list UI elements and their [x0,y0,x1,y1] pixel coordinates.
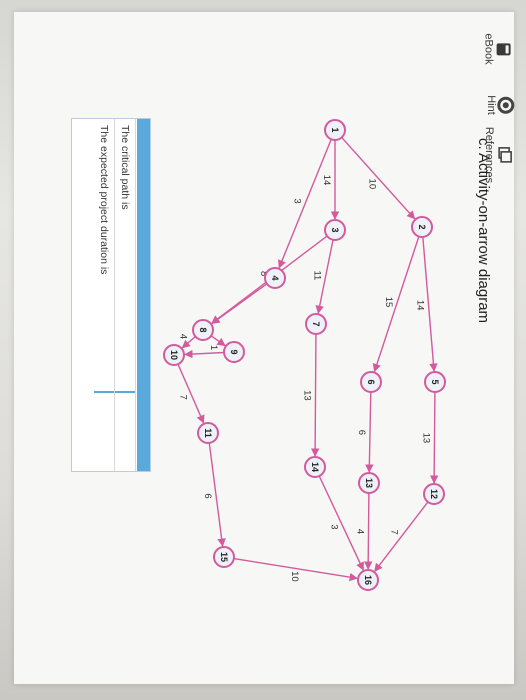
arrow-12-16 [374,501,429,572]
event-node-15: 15 [213,546,235,568]
event-node-label-8: 8 [198,327,208,332]
ebook-icon [496,42,511,55]
event-node-7: 7 [305,313,327,335]
arrow-1-4 [278,139,332,269]
event-node-4: 4 [264,267,286,289]
critical-path-row: The critical path is [115,119,136,471]
arrow-11-15 [208,442,226,547]
event-node-label-16: 16 [363,575,373,585]
sidebar-item-references[interactable]: References [483,127,513,183]
event-node-11: 11 [197,422,219,444]
event-node-5: 5 [424,371,446,393]
arrow-2-6 [372,236,420,373]
event-node-10: 10 [163,344,185,366]
event-node-label-5: 5 [430,379,440,384]
event-node-9: 9 [223,341,245,363]
duration-input[interactable] [94,391,114,471]
event-node-3: 3 [324,219,346,241]
arrow-duration-1-3: 14 [321,175,332,186]
arrow-duration-15-16: 10 [289,571,300,582]
arrow-duration-2-5: 14 [415,300,426,311]
event-node-14: 14 [304,456,326,478]
sidebar-item-ebook[interactable]: eBook [483,33,513,65]
event-node-1: 1 [324,119,346,141]
arrow-duration-1-4: 3 [292,198,303,203]
arrow-duration-3-8: 8 [258,271,269,276]
arrow-duration-8-9: 1 [208,345,219,350]
arrow-5-12 [429,391,439,484]
event-node-label-3: 3 [330,227,340,232]
hint-icon [497,96,515,114]
arrow-duration-11-15: 6 [202,493,213,498]
event-node-13: 13 [358,472,380,494]
arrow-duration-3-7: 11 [312,270,323,280]
answer-panel-header [137,119,150,471]
event-node-label-4: 4 [270,275,280,280]
arrow-duration-10-11: 7 [178,395,189,400]
arrow-8-10 [181,335,196,349]
event-node-label-15: 15 [219,552,229,562]
critical-path-input[interactable] [115,391,135,471]
event-node-label-7: 7 [311,321,321,326]
arrow-duration-8-10: 4 [177,334,188,339]
arrow-duration-6-13: 6 [356,430,367,435]
arrow-duration-5-12: 13 [421,433,432,444]
event-node-label-12: 12 [429,489,439,499]
references-icon [498,147,512,163]
arrow-15-16 [233,557,358,582]
arrow-duration-14-16: 3 [328,524,339,529]
duration-row: The expected project duration is [94,119,115,471]
arrow-3-7 [315,239,334,315]
arrow-10-11 [177,363,205,424]
event-node-label-6: 6 [366,379,376,384]
answer-panel: The critical path is The expected projec… [71,118,151,472]
arrow-2-5 [422,236,438,372]
critical-path-label: The critical path is [119,125,131,210]
event-node-12: 12 [423,483,445,505]
event-node-8: 8 [192,319,214,341]
event-node-label-2: 2 [417,224,427,229]
arrow-14-16 [318,475,364,571]
event-node-6: 6 [360,371,382,393]
duration-label: The expected project duration is [98,125,110,275]
arrow-13-16 [363,492,373,570]
arrow-4-8 [211,283,268,325]
event-node-label-9: 9 [229,349,239,354]
arrow-duration-7-14: 13 [302,390,313,401]
event-node-label-10: 10 [169,350,179,360]
event-node-16: 16 [357,569,379,591]
arrow-8-9 [210,335,226,347]
arrow-duration-12-16: 7 [389,529,400,534]
arrow-1-2 [341,136,416,220]
arrow-9-10 [184,349,225,359]
event-node-2: 2 [411,216,433,238]
arrow-duration-1-2: 10 [367,179,378,190]
arrow-duration-2-6: 15 [383,297,394,308]
sidebar-item-hint[interactable]: Hint [485,95,515,115]
event-node-label-11: 11 [203,428,213,438]
event-node-label-14: 14 [310,462,320,472]
event-node-label-1: 1 [330,127,340,132]
arrow-6-13 [365,391,374,473]
arrow-duration-13-16: 4 [355,529,366,534]
arrow-7-14 [310,333,320,457]
event-node-label-13: 13 [364,478,374,488]
